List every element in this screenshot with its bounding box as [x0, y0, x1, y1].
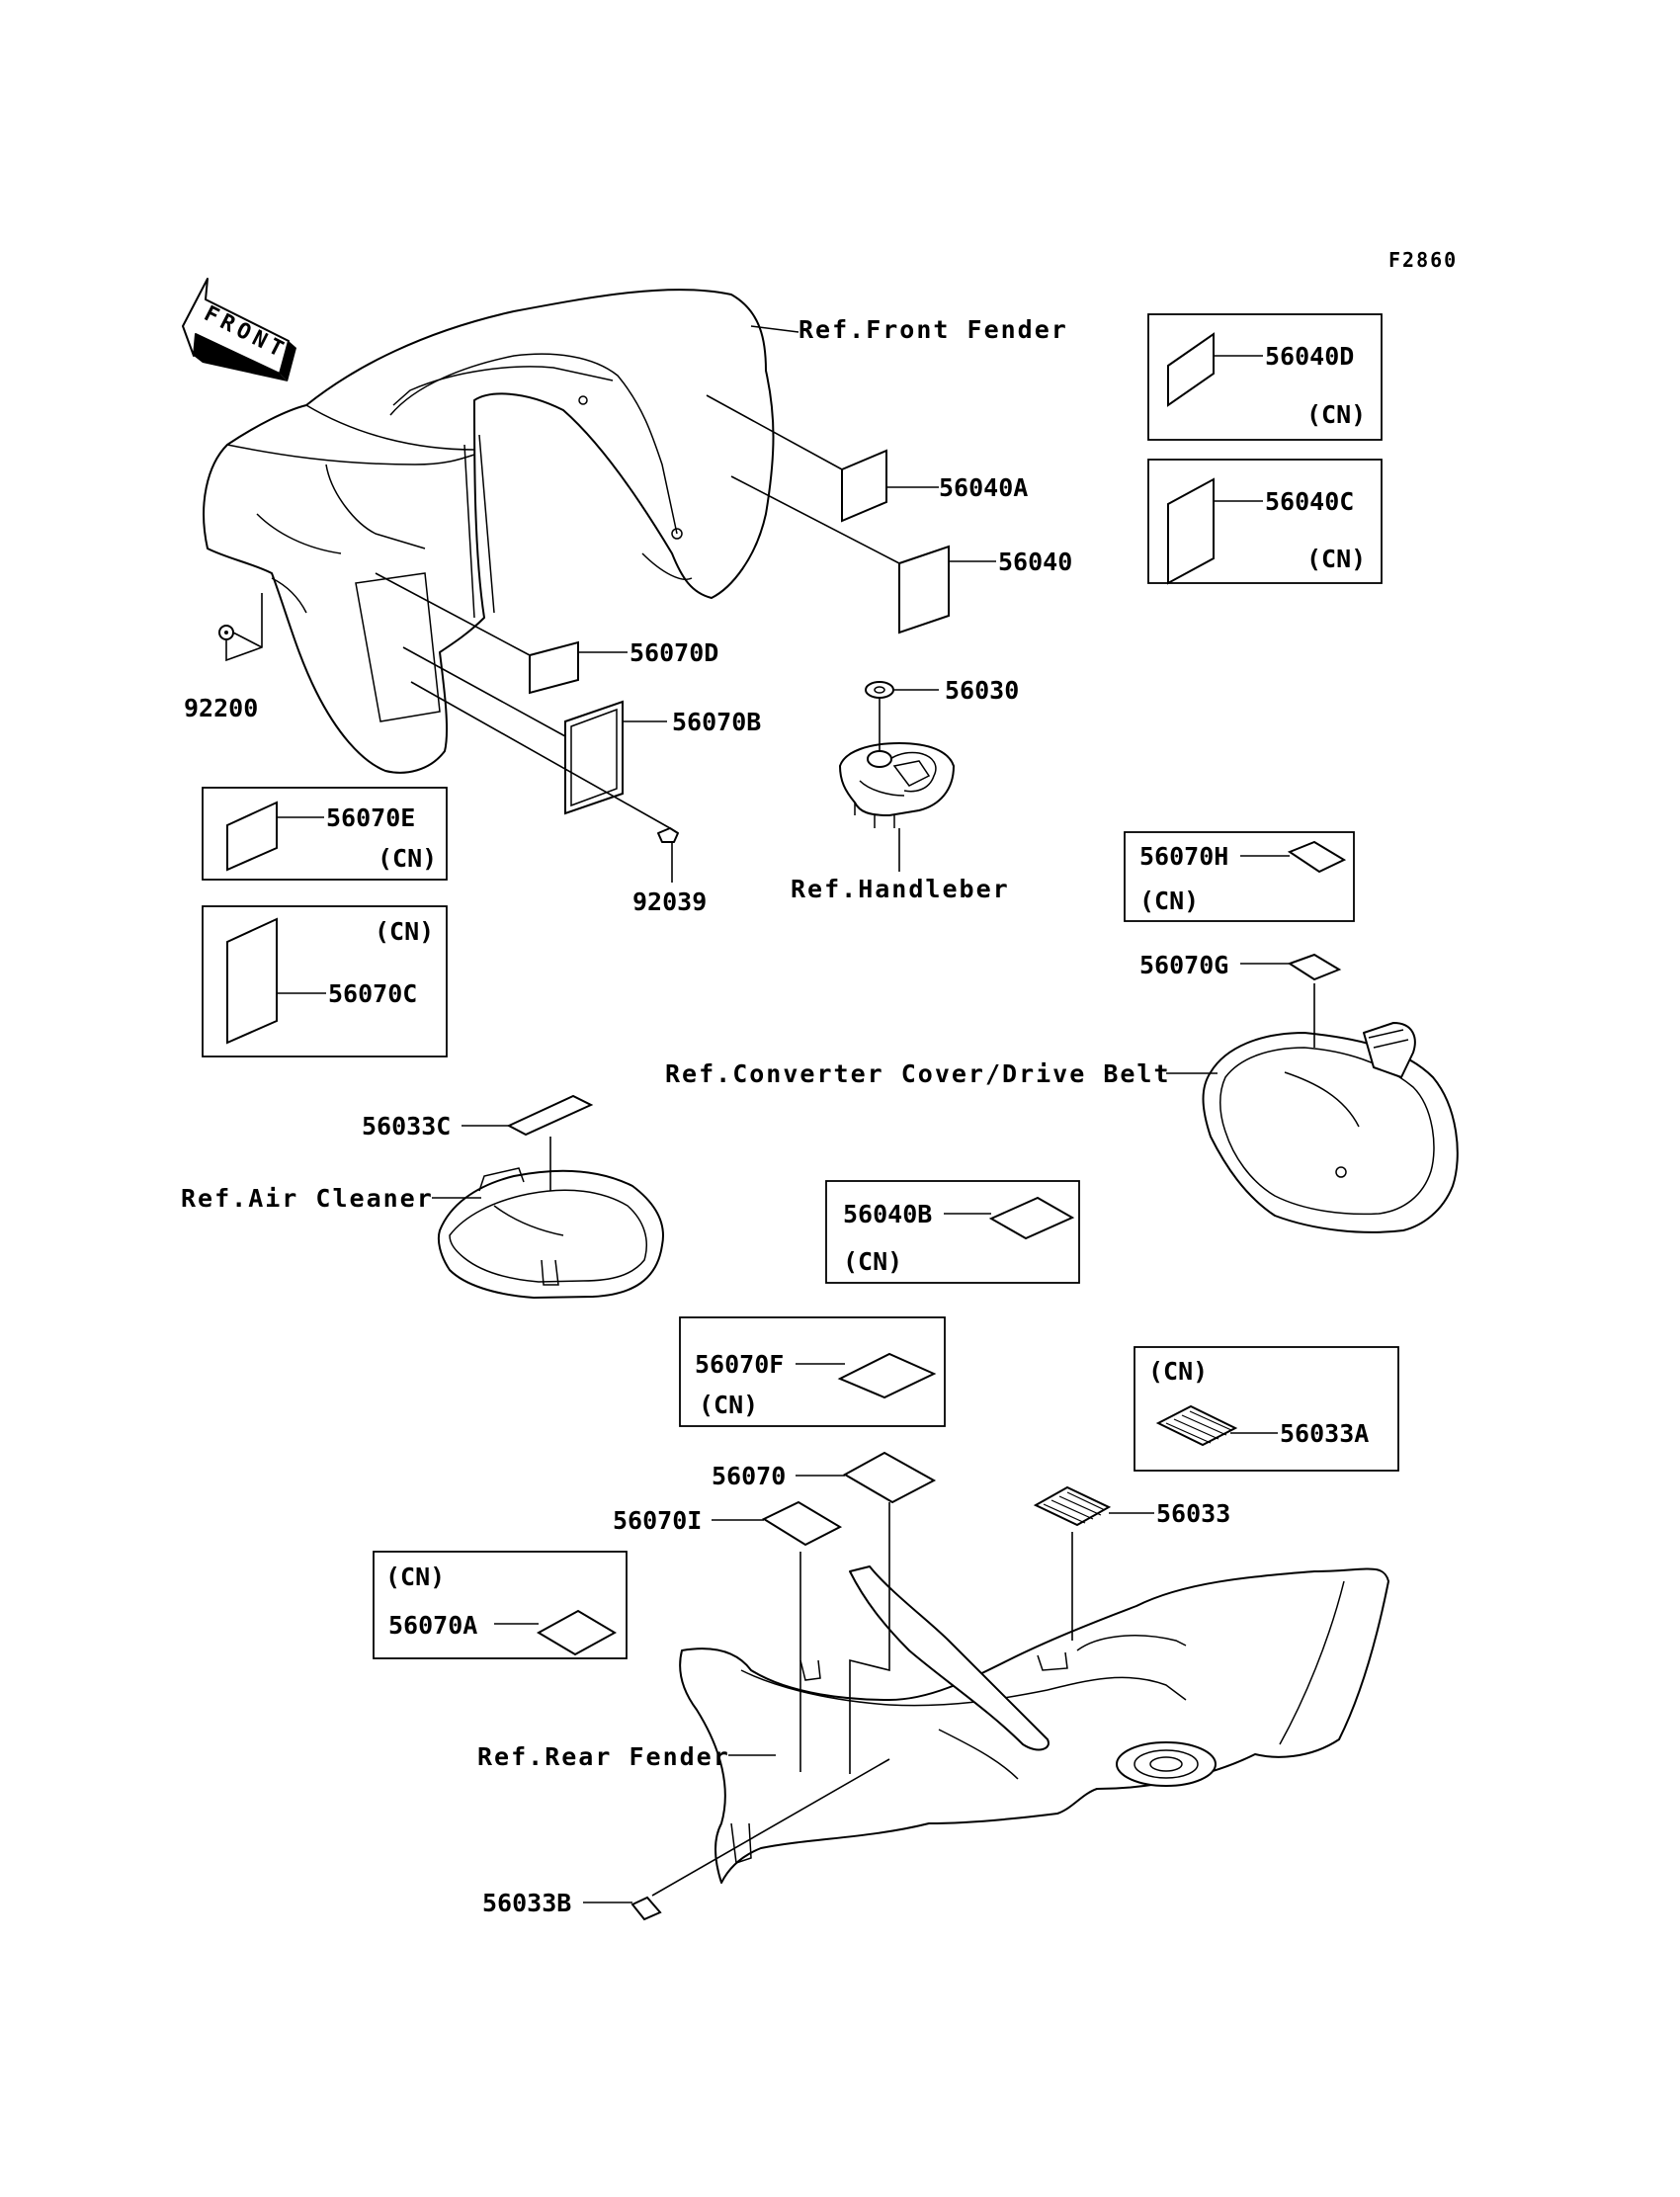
part-56070G: 56070G [1139, 951, 1228, 979]
part-56070: 56070 [712, 1462, 786, 1490]
box-56033A [1134, 1346, 1399, 1472]
decal-56070A [536, 1609, 618, 1656]
decal-56040 [898, 545, 950, 634]
decal-56033 [1033, 1485, 1112, 1527]
part-56070D: 56070D [630, 638, 718, 667]
decal-56070H [1287, 840, 1347, 874]
part-56070C-cn: (CN) [375, 917, 434, 946]
part-56033C: 56033C [362, 1112, 451, 1141]
diagram-code: F2860 [1388, 248, 1458, 272]
decal-56070E [226, 801, 278, 872]
box-56070H [1124, 831, 1355, 922]
box-56070F [679, 1316, 946, 1427]
part-56033B: 56033B [482, 1889, 571, 1917]
decal-56070G [1287, 953, 1342, 981]
part-56070A-cn: (CN) [385, 1563, 445, 1591]
box-56070C [202, 905, 448, 1057]
box-56040C [1147, 459, 1383, 584]
leader-lines [225, 325, 1315, 1903]
decals [218, 332, 1347, 1921]
ref-air-cleaner: Ref.Air Cleaner [181, 1184, 434, 1213]
part-56070C: 56070C [328, 979, 417, 1008]
handlebar-cover-illustration [839, 742, 955, 828]
air-cleaner-illustration [437, 1167, 664, 1299]
decal-56040D [1167, 332, 1215, 407]
clip-92039-icon [657, 827, 679, 843]
rear-fender-illustration [679, 1565, 1389, 1884]
box-56040B [825, 1180, 1080, 1284]
part-56040B-cn: (CN) [843, 1247, 902, 1276]
part-56040D-cn: (CN) [1306, 400, 1366, 429]
part-56070F: 56070F [695, 1350, 784, 1379]
part-56070H-cn: (CN) [1139, 887, 1199, 915]
decal-56033B [630, 1896, 662, 1921]
ref-rear-fender: Ref.Rear Fender [477, 1742, 730, 1771]
decal-56033C [506, 1094, 594, 1137]
part-56040A: 56040A [939, 473, 1028, 502]
box-56040D [1147, 313, 1383, 441]
box-56070A [373, 1551, 628, 1659]
part-92200: 92200 [184, 694, 258, 722]
washer-56030-icon [865, 681, 894, 699]
decal-56070D [529, 640, 579, 695]
ref-converter-cover: Ref.Converter Cover/Drive Belt [665, 1059, 1171, 1088]
decal-56070F [837, 1352, 937, 1399]
part-56070F-cn: (CN) [699, 1391, 758, 1419]
part-56040C: 56040C [1265, 487, 1354, 516]
part-56040: 56040 [998, 548, 1072, 576]
part-56040D: 56040D [1265, 342, 1354, 371]
front-fender-illustration [203, 289, 775, 774]
front-direction-arrow-icon: FRONT [182, 278, 296, 381]
part-56070E-cn: (CN) [378, 844, 437, 873]
part-56070B: 56070B [672, 708, 761, 736]
part-56070H: 56070H [1139, 842, 1228, 871]
decal-56033A [1155, 1404, 1238, 1447]
part-56040C-cn: (CN) [1306, 545, 1366, 573]
decal-56070I [761, 1500, 843, 1547]
part-56070I: 56070I [613, 1506, 702, 1535]
part-56070A: 56070A [388, 1611, 477, 1640]
decal-56070C [226, 917, 278, 1045]
ref-front-fender: Ref.Front Fender [798, 315, 1068, 344]
part-56070E: 56070E [326, 803, 415, 832]
converter-cover-illustration [1202, 1022, 1459, 1233]
part-56033A: 56033A [1280, 1419, 1369, 1448]
box-56070E [202, 787, 448, 881]
decal-56040B [988, 1196, 1075, 1240]
decal-56070 [842, 1451, 937, 1504]
part-56033: 56033 [1156, 1499, 1230, 1528]
decal-56040A [841, 449, 887, 523]
part-92039: 92039 [632, 887, 707, 916]
part-56040B: 56040B [843, 1200, 932, 1228]
decal-56040C [1167, 477, 1215, 585]
ref-handlebar: Ref.Handleber [791, 875, 1010, 903]
decal-56070B [564, 700, 624, 815]
part-56033A-cn: (CN) [1148, 1357, 1208, 1386]
part-56030: 56030 [945, 676, 1019, 705]
